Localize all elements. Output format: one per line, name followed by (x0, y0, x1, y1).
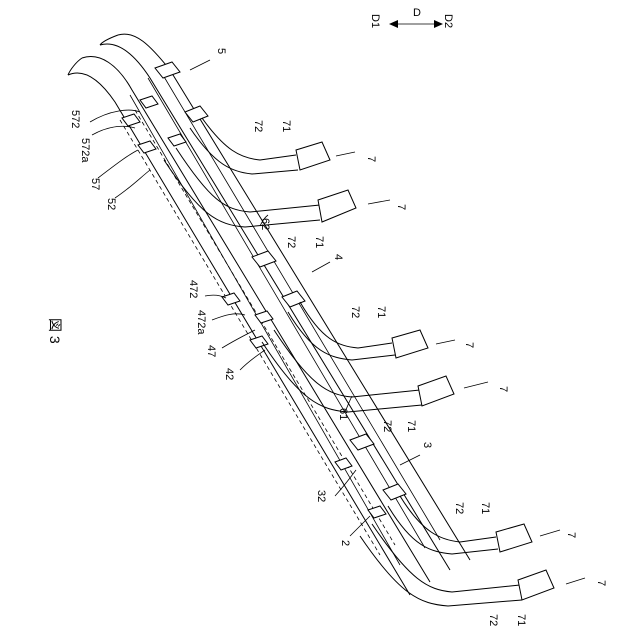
label-7: 7 (463, 342, 475, 348)
label-2: 2 (339, 540, 351, 546)
branch-pipe (288, 312, 395, 360)
direction-arrow-left-head (389, 20, 398, 28)
arrow-7 (540, 530, 560, 536)
direction-arrow-right-head (434, 20, 443, 28)
nozzle (392, 330, 428, 358)
label-5: 5 (215, 48, 227, 54)
arrow-4 (312, 262, 330, 272)
label-7: 7 (395, 204, 407, 210)
label-71: 71 (313, 236, 325, 248)
clip-block (255, 311, 273, 323)
leader-line (212, 314, 245, 320)
arrow-7 (368, 200, 390, 204)
clip-block (383, 484, 406, 500)
label-42: 42 (223, 368, 235, 380)
rail-end-cap-2 (68, 58, 82, 75)
branch-pipes (164, 118, 554, 606)
nozzle (496, 524, 532, 552)
label-62: 62 (259, 218, 271, 230)
arrow-2 (350, 516, 370, 536)
label-71: 71 (375, 306, 387, 318)
clip-block (185, 106, 208, 122)
label-7: 7 (497, 386, 509, 392)
arrow-5 (190, 60, 210, 70)
label-72: 72 (349, 306, 361, 318)
arrow-7 (336, 152, 355, 156)
clip-block (335, 458, 352, 470)
clip-block (168, 134, 186, 146)
label-7: 7 (365, 156, 377, 162)
label-72: 72 (453, 502, 465, 514)
label-57: 57 (89, 178, 101, 190)
indicator-arrows (190, 60, 585, 584)
label-72: 72 (285, 236, 297, 248)
rail-strip-3 (82, 57, 430, 582)
rail-strip-4 (68, 73, 410, 595)
arrow-7 (436, 340, 455, 344)
label-4: 4 (332, 254, 344, 260)
branch-pipe (190, 128, 298, 174)
clip-block (122, 114, 140, 126)
label-61: 61 (337, 408, 349, 420)
label-71: 71 (479, 502, 491, 514)
label-572a: 572a (79, 138, 91, 163)
label-47: 47 (205, 345, 217, 357)
clip-block (138, 141, 156, 153)
rail-inner-1 (160, 70, 440, 540)
direction-d1-label: D1 (369, 14, 381, 28)
leader-line (240, 350, 265, 370)
label-72: 72 (487, 614, 499, 626)
label-7: 7 (595, 580, 607, 586)
label-7: 7 (565, 532, 577, 538)
leader-line (222, 330, 255, 348)
nozzle (318, 190, 356, 222)
branch-pipe (360, 536, 522, 606)
label-71: 71 (515, 614, 527, 626)
direction-indicator: D D1 D2 (369, 7, 454, 28)
leader-line (98, 150, 138, 178)
arrow-7 (464, 382, 488, 388)
label-72: 72 (252, 120, 264, 132)
arrow-3 (400, 455, 420, 465)
nozzle (518, 570, 554, 600)
direction-d-label: D (413, 7, 421, 19)
label-72: 72 (381, 420, 393, 432)
leader-line (115, 170, 150, 198)
direction-d2-label: D2 (442, 14, 454, 28)
label-71: 71 (405, 420, 417, 432)
rail-end-cap-1 (100, 35, 118, 45)
rail-inner-3 (130, 95, 400, 565)
label-52: 52 (105, 198, 117, 210)
label-32: 32 (315, 490, 327, 502)
clip-block (155, 62, 180, 78)
clip-block (252, 251, 276, 267)
label-71: 71 (280, 120, 292, 132)
label-572: 572 (69, 110, 81, 128)
clip-block (368, 506, 386, 518)
figure-title: 図 3 (47, 318, 63, 344)
nozzle (418, 376, 454, 406)
clip-block (350, 434, 374, 450)
label-472a: 472a (195, 310, 207, 335)
nozzle (296, 142, 330, 170)
arrow-7 (566, 578, 585, 584)
label-472: 472 (187, 280, 199, 298)
clip-block (140, 96, 158, 108)
label-3: 3 (421, 442, 433, 448)
